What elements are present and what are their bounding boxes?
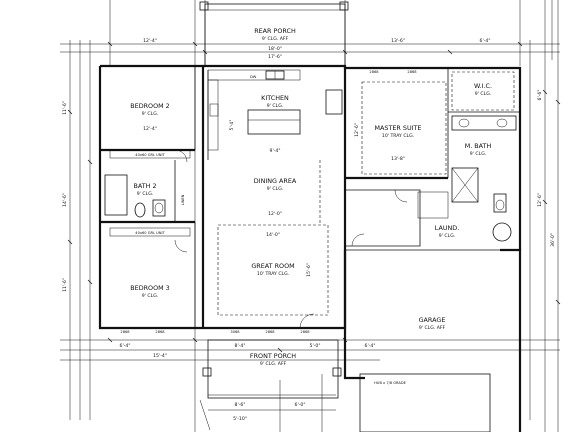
great-room-width: 14'-0" — [266, 232, 280, 238]
master-suite-width: 13'-8" — [391, 156, 405, 162]
great-room: GREAT ROOM 10' TRAY CLG. 14'-0" 15'-6" — [217, 224, 329, 329]
dim-bottom-left-2: 15'-4" — [153, 353, 167, 359]
dim-top-far-right: 6'-4" — [480, 38, 491, 44]
kitchen-width: 9'-4" — [270, 148, 281, 154]
dim-top-left: 12'-4" — [143, 38, 157, 44]
master-suite-ceiling: 10' TRAY CLG. — [382, 133, 414, 139]
dining-width: 12'-0" — [268, 211, 282, 217]
window-tag-6: 2868 — [369, 70, 379, 74]
dim-top-mid: 17'-6" — [268, 54, 282, 60]
bedroom-2-dim: 12'-4" — [143, 126, 157, 132]
dim-bottom-left: 6'-4" — [120, 343, 131, 349]
dim-bottom-mid-2: 5'-0" — [310, 343, 321, 349]
bedroom-2-ceiling: 9' CLG. — [142, 111, 158, 117]
garage: GARAGE 9' CLG. AFF HUB x 7/8 GRADE — [343, 248, 522, 432]
kitchen-height: 5'-4" — [229, 120, 235, 131]
window-tag-4: 2868 — [265, 330, 275, 334]
closet-unit-lower: 40x60 GRL UNIT — [135, 231, 165, 235]
kitchen-ceiling: 9' CLG. — [267, 103, 283, 109]
front-porch: FRONT PORCH 9' CLG. AFF 8'-6" 6'-0" 5'-1… — [202, 339, 342, 422]
dim-right-mid: 12'-6" — [537, 193, 543, 207]
garage-ceiling: 9' CLG. AFF — [419, 325, 446, 331]
garage-slab-note: HUB x 7/8 GRADE — [374, 381, 406, 385]
bedroom-3: 40x60 GRL UNIT BEDROOM 3 9' CLG. — [109, 222, 196, 328]
window-tag-1: 2868 — [120, 330, 130, 334]
rear-porch-width: 18'-0" — [268, 46, 282, 52]
great-room-label: GREAT ROOM — [251, 262, 294, 270]
dim-bottom-right: 6'-4" — [365, 343, 376, 349]
dim-top-right: 13'-6" — [391, 38, 405, 44]
wic-ceiling: 9' CLG. — [475, 91, 491, 97]
front-porch-depth: 5'-10" — [233, 416, 247, 422]
front-porch-label: FRONT PORCH — [250, 352, 296, 360]
window-tag-3: 3068 — [230, 330, 240, 334]
laund-label: LAUND. — [435, 224, 460, 232]
walk-in-closet: W.I.C. 9' CLG. — [448, 71, 520, 113]
great-room-height: 15'-6" — [306, 263, 312, 277]
window-tag-2: 2868 — [155, 330, 165, 334]
bath-2-ceiling: 9' CLG. — [137, 191, 153, 197]
master-bath: M. BATH 9' CLG. — [451, 115, 517, 213]
bath-2-label: BATH 2 — [133, 182, 156, 190]
front-porch-w1: 8'-6" — [235, 402, 246, 408]
laund-ceiling: 9' CLG. — [439, 233, 455, 239]
bedroom-3-ceiling: 9' CLG. — [142, 293, 158, 299]
dim-right-total: 36'-0" — [550, 233, 556, 247]
window-tag-5: 2868 — [300, 330, 310, 334]
dim-right-upper: 6'-6" — [537, 90, 543, 101]
great-room-ceiling: 10' TRAY CLG. — [257, 271, 289, 277]
rear-porch-label: REAR PORCH — [254, 27, 296, 35]
m-bath-ceiling: 9' CLG. — [470, 151, 486, 157]
dining-label: DINING AREA — [254, 177, 297, 185]
window-tag-7: 2868 — [407, 70, 417, 74]
master-suite-height: 12'-6" — [354, 123, 360, 137]
dining-ceiling: 9' CLG. — [267, 186, 283, 192]
bath-2: BATH 2 9' CLG. LINEN — [100, 160, 195, 224]
dining-area: DINING AREA 9' CLG. 12'-0" — [254, 160, 321, 225]
bedroom-2-label: BEDROOM 2 — [130, 102, 169, 110]
wic-label: W.I.C. — [474, 82, 492, 90]
rear-porch-ceiling: 9' CLG. AFF — [262, 36, 289, 42]
dim-left-mid: 14'-6" — [62, 193, 68, 207]
closet-unit-upper: 40x60 GRL UNIT — [135, 153, 165, 157]
dim-left-lower: 11'-6" — [62, 278, 68, 292]
overall-dimensions: 12'-4" 17'-6" 13'-6" 6'-4" 6'-4" 15'-4" … — [62, 38, 556, 359]
dim-left-upper: 11'-6" — [62, 101, 68, 115]
master-suite-label: MASTER SUITE — [375, 124, 422, 132]
bedroom-3-label: BEDROOM 3 — [130, 284, 169, 292]
kitchen-label: KITCHEN — [261, 94, 289, 102]
master-suite: MASTER SUITE 10' TRAY CLG. 13'-8" 12'-6" — [345, 68, 449, 180]
dimension-lines — [60, 0, 560, 432]
dw-label: DW — [250, 75, 257, 79]
kitchen: KITCHEN 9' CLG. DW 9'-4" 5'-4" — [207, 69, 343, 160]
m-bath-label: M. BATH — [465, 142, 492, 150]
bedroom-2: BEDROOM 2 9' CLG. 12'-4" 40x60 GRL UNIT — [100, 66, 196, 163]
dim-bottom-mid: 8'-4" — [235, 343, 246, 349]
laundry: LAUND. 9' CLG. — [345, 189, 512, 247]
front-porch-w2: 6'-0" — [295, 402, 306, 408]
window-tags: 2868 2868 3068 2868 2868 2868 2868 — [120, 70, 417, 334]
front-porch-ceiling: 9' CLG. AFF — [260, 361, 287, 367]
linen-label: LINEN — [181, 194, 185, 205]
garage-label: GARAGE — [419, 316, 446, 324]
